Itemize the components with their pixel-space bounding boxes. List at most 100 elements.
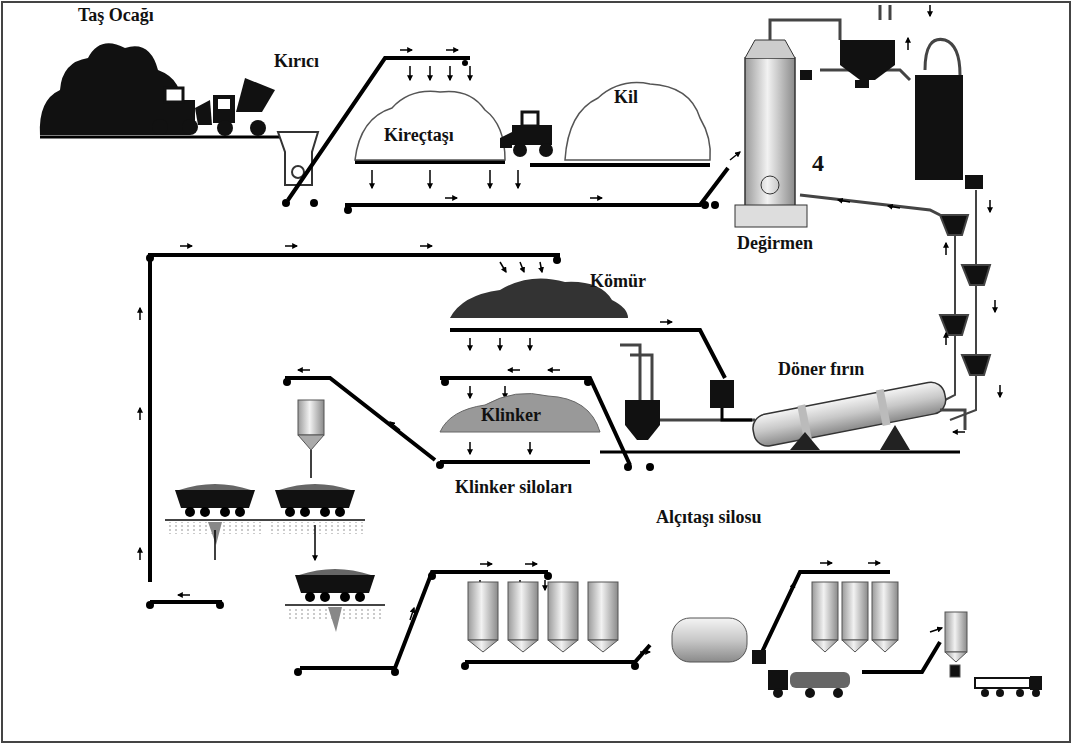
roller bbox=[462, 60, 468, 66]
roller bbox=[553, 256, 561, 264]
rail-wagon bbox=[285, 604, 385, 606]
cyclone-preheater bbox=[962, 355, 990, 375]
flow-arrow bbox=[429, 170, 431, 188]
flow-arrow bbox=[371, 170, 373, 188]
loader bbox=[150, 88, 212, 135]
rail-wagon bbox=[175, 484, 255, 517]
rotary-kiln bbox=[600, 451, 960, 454]
roller bbox=[216, 601, 224, 609]
loader bbox=[500, 112, 553, 157]
crusher bbox=[278, 132, 318, 185]
rail-wagon bbox=[279, 484, 351, 490]
roller bbox=[391, 668, 399, 676]
flow-arrow bbox=[868, 562, 880, 564]
rail-wagon bbox=[265, 519, 365, 521]
rail-wagon bbox=[305, 592, 315, 602]
truck bbox=[768, 670, 1042, 698]
dump-truck bbox=[218, 99, 230, 109]
rotary-kiln bbox=[876, 389, 891, 426]
roller bbox=[711, 201, 719, 209]
clinker-silo bbox=[548, 582, 578, 640]
roller bbox=[701, 201, 709, 209]
duct bbox=[925, 39, 960, 75]
rail-wagon bbox=[295, 575, 375, 593]
flow-arrow bbox=[469, 386, 471, 398]
flow-arrow bbox=[469, 442, 471, 454]
flow-arrow bbox=[945, 333, 947, 345]
flow-arrow bbox=[429, 66, 431, 80]
flow-arrow bbox=[285, 245, 297, 247]
roller bbox=[283, 378, 291, 386]
rail-wagon bbox=[185, 507, 195, 517]
hopper bbox=[800, 40, 983, 189]
clinker-bin bbox=[298, 435, 324, 450]
roller bbox=[544, 572, 552, 580]
conveyor bbox=[440, 460, 590, 464]
cyclone-preheater bbox=[940, 315, 968, 335]
rail-wagon bbox=[179, 484, 251, 490]
truck bbox=[1016, 689, 1024, 697]
machine-label: Klinker siloları bbox=[455, 478, 572, 498]
conveyor bbox=[285, 378, 435, 460]
cement-silo bbox=[872, 582, 898, 640]
rail-wagon bbox=[320, 507, 330, 517]
flow-arrow bbox=[139, 308, 141, 320]
conveyor bbox=[288, 58, 728, 205]
hopper bbox=[915, 75, 963, 180]
flow-arrow bbox=[178, 594, 190, 596]
flow-arrow bbox=[469, 66, 471, 80]
rail-wagon bbox=[300, 507, 310, 517]
material-label: Kömür bbox=[590, 272, 646, 292]
clinker-silo bbox=[508, 582, 538, 640]
dump-truck bbox=[250, 120, 266, 136]
flow-arrow bbox=[469, 338, 471, 350]
rail-wagon bbox=[275, 484, 355, 517]
rail-wagon bbox=[314, 525, 316, 560]
cement-silo bbox=[842, 640, 868, 652]
cement-silo bbox=[812, 582, 967, 677]
conveyor bbox=[862, 642, 940, 672]
roller bbox=[631, 662, 639, 670]
cyclone-preheater bbox=[940, 215, 968, 235]
cement-silo bbox=[812, 582, 838, 640]
flow-arrow bbox=[420, 245, 432, 247]
loader bbox=[513, 143, 527, 157]
loader bbox=[500, 132, 512, 148]
flow-arrow bbox=[529, 338, 531, 350]
flow-arrow bbox=[410, 608, 414, 620]
flow-arrow bbox=[989, 200, 991, 212]
clinker-silo bbox=[588, 582, 618, 640]
cement-silo bbox=[812, 640, 838, 652]
roller bbox=[146, 601, 154, 609]
rail-wagon bbox=[208, 522, 342, 632]
flow-arrow bbox=[525, 563, 537, 565]
rail-wagon bbox=[355, 592, 365, 602]
limestone-pile bbox=[355, 91, 505, 160]
rail-wagon bbox=[200, 507, 210, 517]
material-label: Klinker bbox=[481, 406, 541, 426]
duct bbox=[770, 20, 840, 40]
rail-wagon bbox=[175, 490, 255, 508]
flow-arrow bbox=[508, 369, 520, 371]
clay-pile bbox=[565, 83, 710, 160]
truck bbox=[773, 688, 783, 698]
machine-label: Döner fırın bbox=[778, 360, 864, 380]
loader bbox=[165, 88, 183, 102]
raw-mill bbox=[761, 176, 779, 194]
coal-mill bbox=[630, 355, 652, 400]
rail-wagon bbox=[295, 569, 375, 602]
flow-arrow bbox=[790, 583, 794, 595]
rail-wagon bbox=[235, 507, 245, 517]
rail-wagon bbox=[214, 530, 216, 560]
loader bbox=[152, 119, 168, 135]
flow-arrow bbox=[445, 197, 457, 199]
coal-mill bbox=[722, 408, 752, 420]
rail-wagon bbox=[220, 507, 230, 517]
flow-arrow bbox=[929, 5, 931, 16]
raw-mill bbox=[745, 40, 795, 58]
dump-truck bbox=[217, 120, 233, 136]
hopper bbox=[800, 70, 812, 80]
clinker-bin bbox=[298, 400, 324, 435]
